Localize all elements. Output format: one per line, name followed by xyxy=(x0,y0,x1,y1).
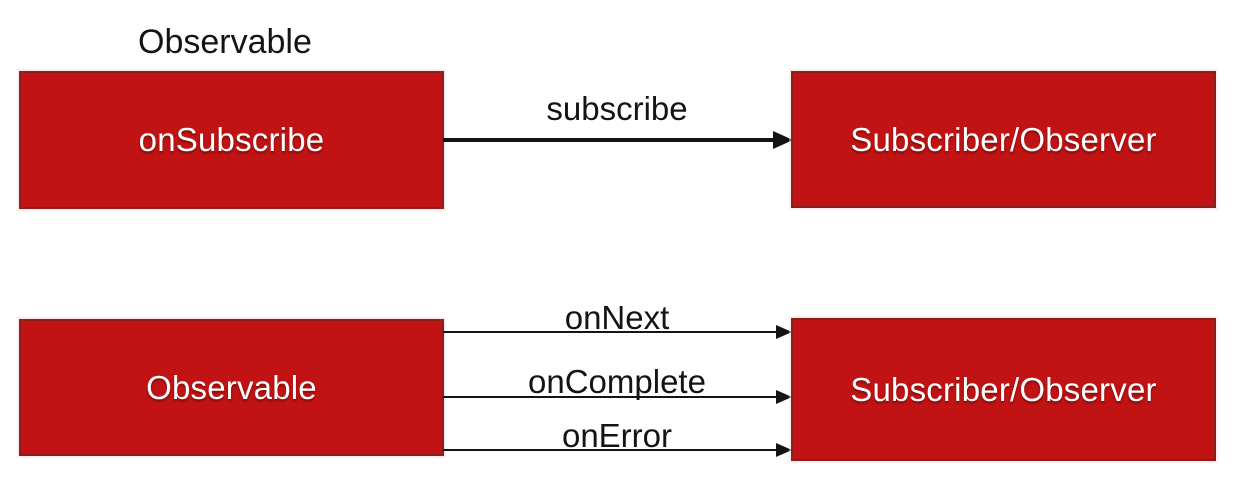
subscriber-observer-box-top-label: Subscriber/Observer xyxy=(850,120,1157,158)
oncomplete-arrow-line xyxy=(443,396,776,398)
onerror-arrow-line xyxy=(443,449,776,451)
subscriber-observer-box-bottom: Subscriber/Observer xyxy=(791,318,1216,461)
subscribe-arrow-line xyxy=(443,138,774,142)
subscriber-observer-box-bottom-label: Subscriber/Observer xyxy=(850,370,1157,408)
oncomplete-arrow-label: onComplete xyxy=(528,363,706,400)
onnext-arrow-line xyxy=(443,331,776,333)
observable-box: Observable xyxy=(19,319,444,456)
subscribe-arrowhead-icon xyxy=(773,131,793,149)
onsubscribe-box-label: onSubscribe xyxy=(138,121,325,158)
subscriber-observer-box-top: Subscriber/Observer xyxy=(791,71,1216,208)
onsubscribe-box: onSubscribe xyxy=(19,71,444,209)
onnext-arrowhead-icon xyxy=(776,325,792,339)
observable-caption: Observable xyxy=(138,23,312,61)
subscribe-arrow-label: subscribe xyxy=(546,90,688,127)
observable-box-label: Observable xyxy=(146,368,317,406)
onerror-arrow-label: onError xyxy=(561,417,673,454)
onerror-arrowhead-icon xyxy=(776,443,792,457)
onnext-arrow-label: onNext xyxy=(564,299,670,336)
oncomplete-arrowhead-icon xyxy=(776,390,792,404)
